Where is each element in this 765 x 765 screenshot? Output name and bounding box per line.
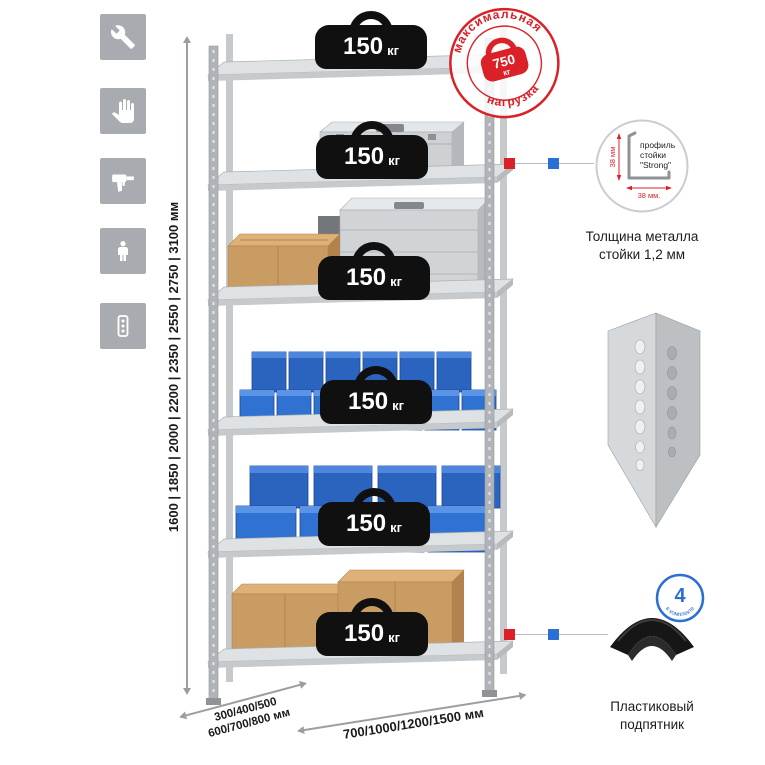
kit-count-badge: 4 в комплекте bbox=[655, 573, 705, 623]
profile-dim-horizontal: 38 мм. bbox=[638, 191, 661, 200]
red-marker-top bbox=[504, 158, 515, 169]
height-arrow-top bbox=[183, 36, 191, 43]
load-value: 150 bbox=[343, 33, 384, 60]
height-dimension-label: 1600 | 1850 | 2000 | 2200 | 2350 | 2550 … bbox=[166, 201, 181, 533]
drill-icon bbox=[112, 174, 134, 192]
profile-caption-line1: Толщина металла bbox=[585, 229, 699, 244]
feature-tile-gloves bbox=[100, 88, 146, 134]
load-unit: кг bbox=[390, 520, 402, 535]
rack-back-post-left bbox=[226, 34, 233, 682]
rack-foot-right bbox=[482, 690, 497, 697]
rack-foot-left bbox=[206, 698, 221, 705]
blue-marker-bottom bbox=[548, 629, 559, 640]
load-value: 150 bbox=[348, 388, 389, 415]
kit-count-value: 4 bbox=[674, 585, 686, 607]
angle-profile-shape bbox=[627, 131, 671, 180]
profile-label-2: стойки bbox=[640, 150, 666, 160]
glove-icon bbox=[112, 99, 134, 123]
rack-back-post-right bbox=[500, 26, 507, 674]
person-icon bbox=[118, 241, 128, 261]
stamp-value: 750 bbox=[491, 51, 517, 71]
profile-label-3: "Strong" bbox=[640, 160, 671, 170]
load-unit: кг bbox=[388, 153, 400, 168]
load-unit: кг bbox=[392, 398, 404, 413]
profile-caption-line2: стойки 1,2 мм bbox=[598, 247, 686, 263]
foot-caption: Пластиковый подпятник bbox=[577, 698, 727, 734]
max-load-stamp: максимальная нагрузка 750 кг bbox=[435, 0, 576, 138]
rack-post-icon bbox=[117, 315, 129, 337]
feature-tile-rack bbox=[100, 303, 146, 349]
load-value: 150 bbox=[344, 620, 385, 647]
stamp-unit: кг bbox=[502, 67, 512, 78]
height-dimension-line bbox=[186, 42, 188, 688]
post-profile-diagram: 38 мм 38 мм. профиль стойки "Strong" bbox=[595, 119, 689, 213]
profile-label-1: профиль bbox=[640, 140, 676, 150]
height-arrow-bottom bbox=[183, 688, 191, 695]
wrench-icon bbox=[111, 25, 135, 49]
load-unit: кг bbox=[388, 630, 400, 645]
load-value: 150 bbox=[346, 264, 387, 291]
foot-caption-line2: подпятник bbox=[619, 717, 685, 733]
perforated-post-image bbox=[607, 312, 701, 529]
feature-tile-person bbox=[100, 228, 146, 274]
load-value: 150 bbox=[344, 143, 385, 170]
load-unit: кг bbox=[390, 274, 402, 289]
plastic-foot-image bbox=[610, 618, 694, 661]
blue-marker-top bbox=[548, 158, 559, 169]
feature-tile-drill bbox=[100, 158, 146, 204]
feature-tile-tools bbox=[100, 14, 146, 60]
stamp-kettlebell-handle bbox=[485, 37, 517, 57]
load-value: 150 bbox=[346, 510, 387, 537]
profile-caption: Толщина металла стойки 1,2 мм bbox=[567, 228, 717, 264]
stamp-kettlebell-body bbox=[480, 46, 529, 82]
foot-caption-line1: Пластиковый bbox=[610, 699, 694, 714]
load-unit: кг bbox=[387, 43, 399, 58]
profile-dim-vertical: 38 мм bbox=[608, 147, 617, 168]
red-marker-bottom bbox=[504, 629, 515, 640]
